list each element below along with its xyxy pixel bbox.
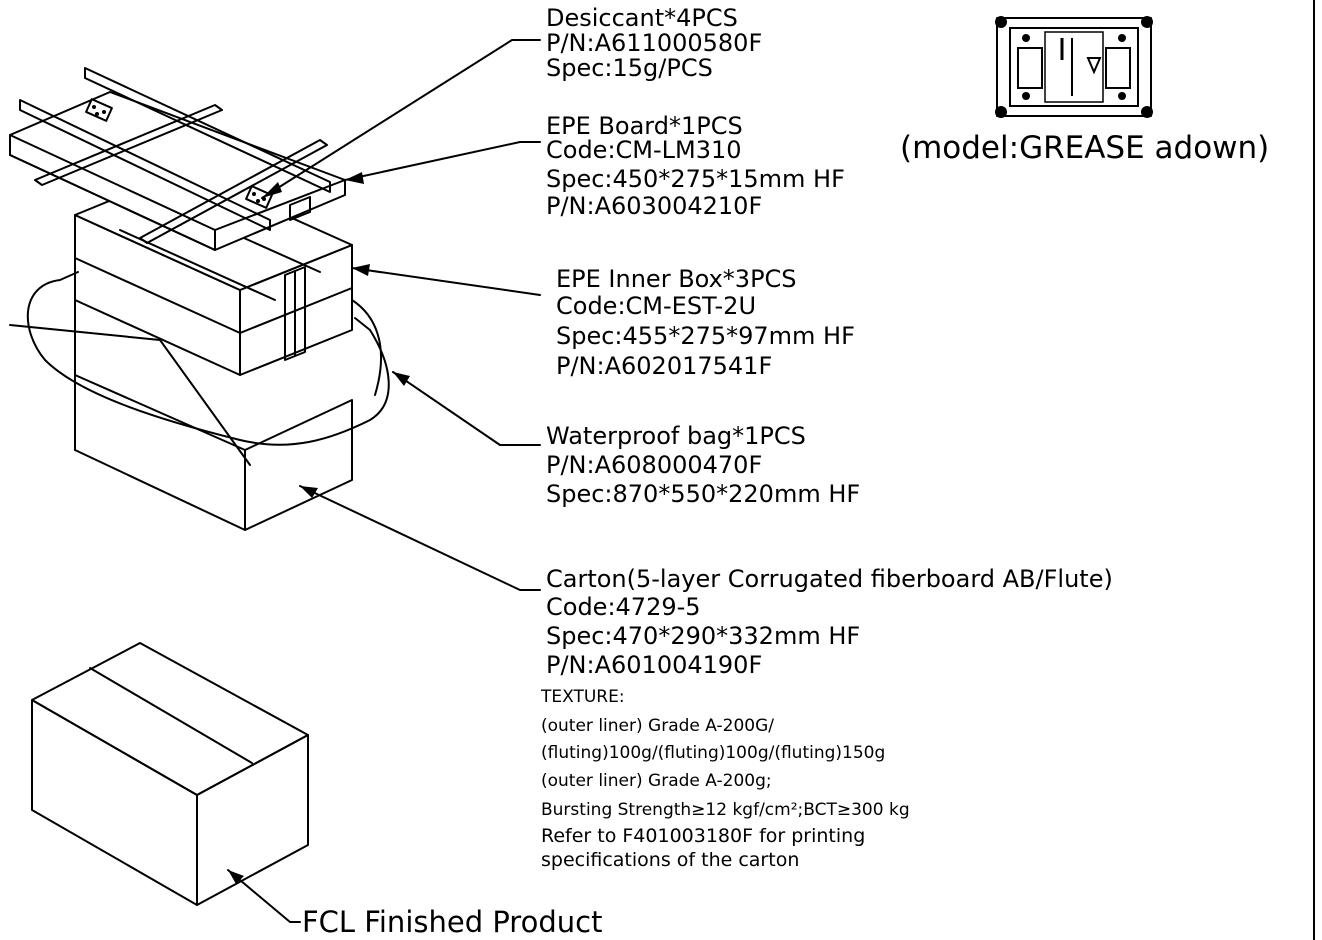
leader-desiccant-arrowhead — [262, 182, 282, 198]
carton-texture-title: TEXTURE: — [540, 687, 625, 707]
carton-texture-line: Bursting Strength≥12 kgf/cm²;BCT≥300 kg — [541, 800, 910, 820]
carton-refer-line: Refer to F401003180F for printing — [541, 825, 865, 847]
desiccant-name: Desiccant*4PCS — [546, 4, 738, 32]
carton-box — [74, 374, 353, 531]
fcl-label: FCL Finished Product — [302, 905, 602, 939]
epe-inner-box-code: Code:CM-EST-2U — [556, 292, 756, 320]
desiccant-annotation: Desiccant*4PCS P/N:A611000580F Spec:15g/… — [546, 4, 762, 82]
leader-carton — [299, 485, 541, 591]
carton-texture-line: (outer liner) Grade A-200g; — [541, 771, 772, 791]
carton-annotation: Carton(5-layer Corrugated fiberboard AB/… — [540, 565, 1113, 871]
epe-inner-box-name: EPE Inner Box*3PCS — [556, 265, 797, 293]
leader-lines — [227, 39, 541, 923]
leader-waterproof-bag-arrowhead — [393, 372, 410, 386]
waterproof-bag-annotation: Waterproof bag*1PCS P/N:A608000470F Spec… — [546, 422, 860, 508]
desiccant-packs — [85, 98, 273, 209]
carton-spec: Spec:470*290*332mm HF — [546, 622, 860, 650]
epe-board-code: Code:CM-LM310 — [546, 136, 742, 164]
waterproof-bag-spec: Spec:870*550*220mm HF — [546, 480, 860, 508]
epe-board-spec: Spec:450*275*15mm HF — [546, 165, 845, 193]
waterproof-bag-name: Waterproof bag*1PCS — [546, 422, 806, 450]
epe-inner-box-annotation: EPE Inner Box*3PCS Code:CM-EST-2U Spec:4… — [556, 265, 855, 380]
carton-code: Code:4729-5 — [546, 593, 701, 621]
waterproof-bag-outline — [9, 271, 390, 466]
waterproof-bag-pn: P/N:A608000470F — [546, 451, 762, 479]
desiccant-spec: Spec:15g/PCS — [546, 54, 713, 82]
epe-board-annotation: EPE Board*1PCS Code:CM-LM310 Spec:450*27… — [546, 112, 845, 220]
epe-board-name: EPE Board*1PCS — [546, 112, 743, 140]
leader-carton-arrowhead — [300, 486, 318, 498]
model-thumbnail — [995, 16, 1153, 118]
leader-waterproof-bag — [392, 371, 541, 446]
exploded-package-illustration — [9, 67, 390, 531]
model-label: (model:GREASE adown) — [900, 130, 1269, 166]
leader-fcl-arrowhead — [228, 870, 244, 884]
carton-refer-line: specifications of the carton — [541, 849, 799, 871]
leader-fcl — [227, 869, 301, 923]
strapping-bands — [19, 67, 331, 244]
leader-epe-inner-box — [351, 267, 541, 296]
leader-epe-board — [344, 141, 541, 181]
desiccant-pn: P/N:A611000580F — [546, 29, 762, 57]
carton-name: Carton(5-layer Corrugated fiberboard AB/… — [546, 565, 1113, 593]
leader-epe-inner-box-arrowhead — [352, 264, 370, 276]
carton-pn: P/N:A601004190F — [546, 651, 762, 679]
leader-epe-board-arrowhead — [345, 172, 364, 184]
epe-board — [9, 91, 346, 251]
epe-inner-box-pn: P/N:A602017541F — [556, 352, 772, 380]
epe-board-pn: P/N:A603004210F — [546, 192, 762, 220]
epe-inner-box-spec: Spec:455*275*97mm HF — [556, 322, 855, 350]
carton-texture-line: (fluting)100g/(fluting)100g/(fluting)150… — [541, 743, 885, 763]
carton-texture-line: (outer liner) Grade A-200G/ — [541, 716, 774, 736]
fcl-finished-product-box — [31, 642, 309, 906]
leader-desiccant — [261, 39, 541, 199]
